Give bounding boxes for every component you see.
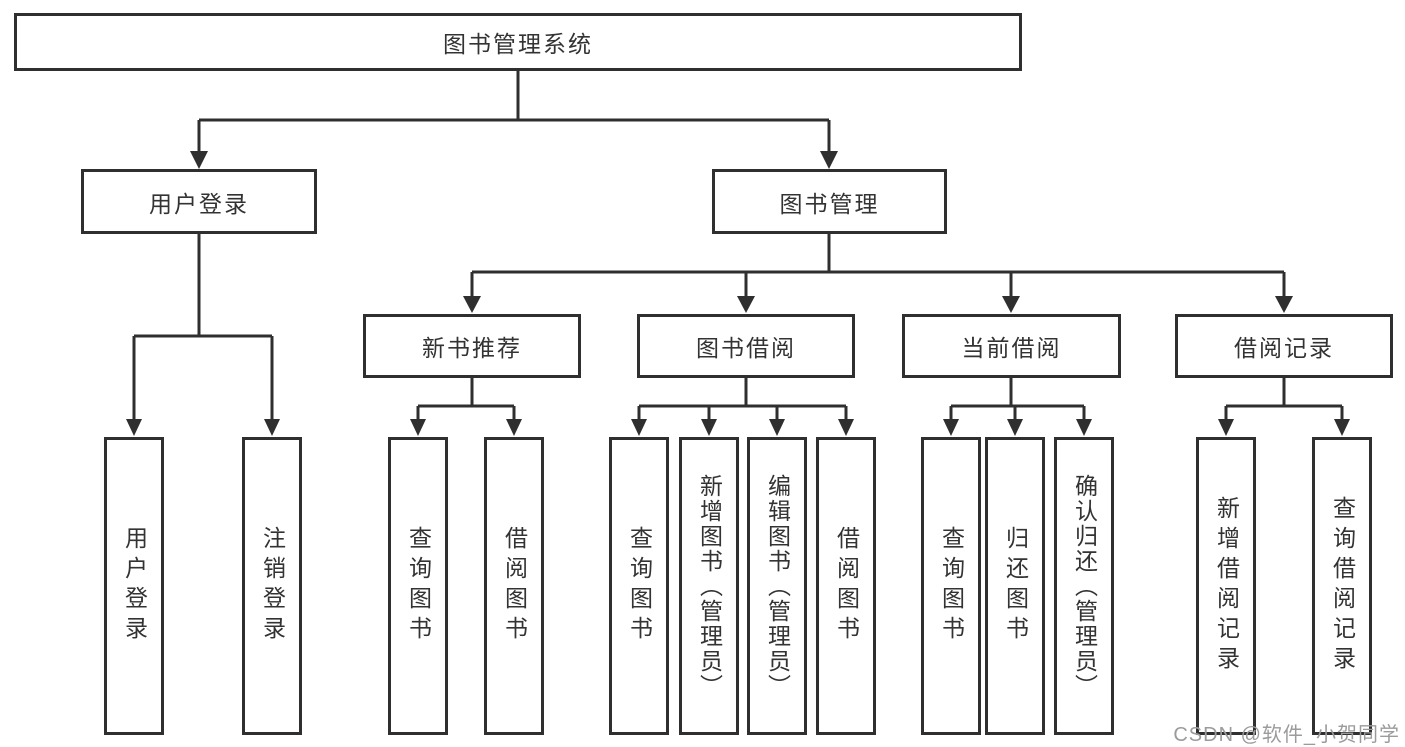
- leaf-label: 查询图书: [938, 526, 965, 646]
- leaf-confirm-return-admin: 确认归还（管理员）: [1054, 437, 1114, 735]
- connector-user-login-to-leaves: [126, 234, 280, 436]
- node-label: 图书借阅: [696, 335, 796, 361]
- leaf-label: 新增图书（管理员）: [696, 473, 723, 699]
- node-label: 当前借阅: [961, 335, 1062, 361]
- leaf-label: 查询图书: [626, 526, 653, 646]
- node-borrow-records: 借阅记录: [1175, 314, 1393, 378]
- connector-current-borrow-to-leaves: [943, 378, 1092, 436]
- arrowhead-down-icon: [1334, 419, 1350, 436]
- leaf-add-borrow-record: 新增借阅记录: [1196, 437, 1256, 735]
- connector-borrow-records-to-leaves: [1218, 378, 1350, 436]
- connector-book-borrow-to-leaves: [631, 378, 854, 436]
- arrowhead-down-icon: [1218, 419, 1234, 436]
- leaf-query-books-recommend: 查询图书: [388, 437, 448, 735]
- arrowhead-down-icon: [1007, 419, 1023, 436]
- leaf-label: 借阅图书: [501, 526, 528, 646]
- leaf-label: 借阅图书: [833, 526, 860, 646]
- arrowhead-down-icon: [190, 151, 208, 169]
- node-book-borrow: 图书借阅: [637, 314, 855, 378]
- leaf-label: 归还图书: [1002, 526, 1029, 646]
- arrowhead-down-icon: [1275, 296, 1293, 313]
- arrowhead-down-icon: [1002, 296, 1020, 313]
- leaf-label: 确认归还（管理员）: [1071, 473, 1098, 699]
- leaf-label: 注销登录: [259, 526, 286, 646]
- node-label: 图书管理系统: [443, 31, 593, 57]
- arrowhead-down-icon: [1076, 419, 1092, 436]
- arrowhead-down-icon: [838, 419, 854, 436]
- node-label: 图书管理: [779, 190, 880, 217]
- arrowhead-down-icon: [769, 419, 785, 436]
- leaf-label: 查询图书: [405, 526, 432, 646]
- arrowhead-down-icon: [506, 419, 522, 436]
- arrowhead-down-icon: [126, 419, 142, 436]
- leaf-label: 新增借阅记录: [1213, 496, 1240, 676]
- node-label: 用户登录: [149, 190, 249, 217]
- leaf-logout: 注销登录: [242, 437, 302, 735]
- arrowhead-down-icon: [737, 296, 755, 313]
- leaf-add-book-admin: 新增图书（管理员）: [679, 437, 739, 735]
- arrowhead-down-icon: [820, 151, 838, 169]
- leaf-label: 用户登录: [121, 526, 148, 646]
- node-label: 借阅记录: [1234, 335, 1334, 361]
- leaf-borrow-books-2: 借阅图书: [816, 437, 876, 735]
- node-library-management-system: 图书管理系统: [14, 13, 1022, 71]
- arrowhead-down-icon: [463, 296, 481, 313]
- node-current-borrow: 当前借阅: [902, 314, 1121, 378]
- leaf-user-login: 用户登录: [104, 437, 164, 735]
- leaf-label: 查询借阅记录: [1329, 496, 1356, 676]
- watermark-csdn: CSDN @软件_小贺同学: [1173, 724, 1400, 746]
- leaf-query-books-current: 查询图书: [921, 437, 981, 735]
- node-label: 新书推荐: [422, 335, 522, 361]
- leaf-edit-book-admin: 编辑图书（管理员）: [747, 437, 807, 735]
- connector-new-book-recommend-to-leaves: [410, 378, 522, 436]
- arrowhead-down-icon: [264, 419, 280, 436]
- connector-root-to-branches: [190, 70, 838, 169]
- leaf-query-books-borrow: 查询图书: [609, 437, 669, 735]
- arrowhead-down-icon: [701, 419, 717, 436]
- node-user-login: 用户登录: [81, 169, 317, 234]
- node-book-management: 图书管理: [712, 169, 947, 234]
- node-new-book-recommend: 新书推荐: [363, 314, 581, 378]
- arrowhead-down-icon: [943, 419, 959, 436]
- connector-book-management-to-sections: [463, 234, 1293, 313]
- leaf-query-borrow-record: 查询借阅记录: [1312, 437, 1372, 735]
- leaf-borrow-books-recommend: 借阅图书: [484, 437, 544, 735]
- leaf-label: 编辑图书（管理员）: [764, 473, 791, 699]
- arrowhead-down-icon: [631, 419, 647, 436]
- arrowhead-down-icon: [410, 419, 426, 436]
- leaf-return-book: 归还图书: [985, 437, 1045, 735]
